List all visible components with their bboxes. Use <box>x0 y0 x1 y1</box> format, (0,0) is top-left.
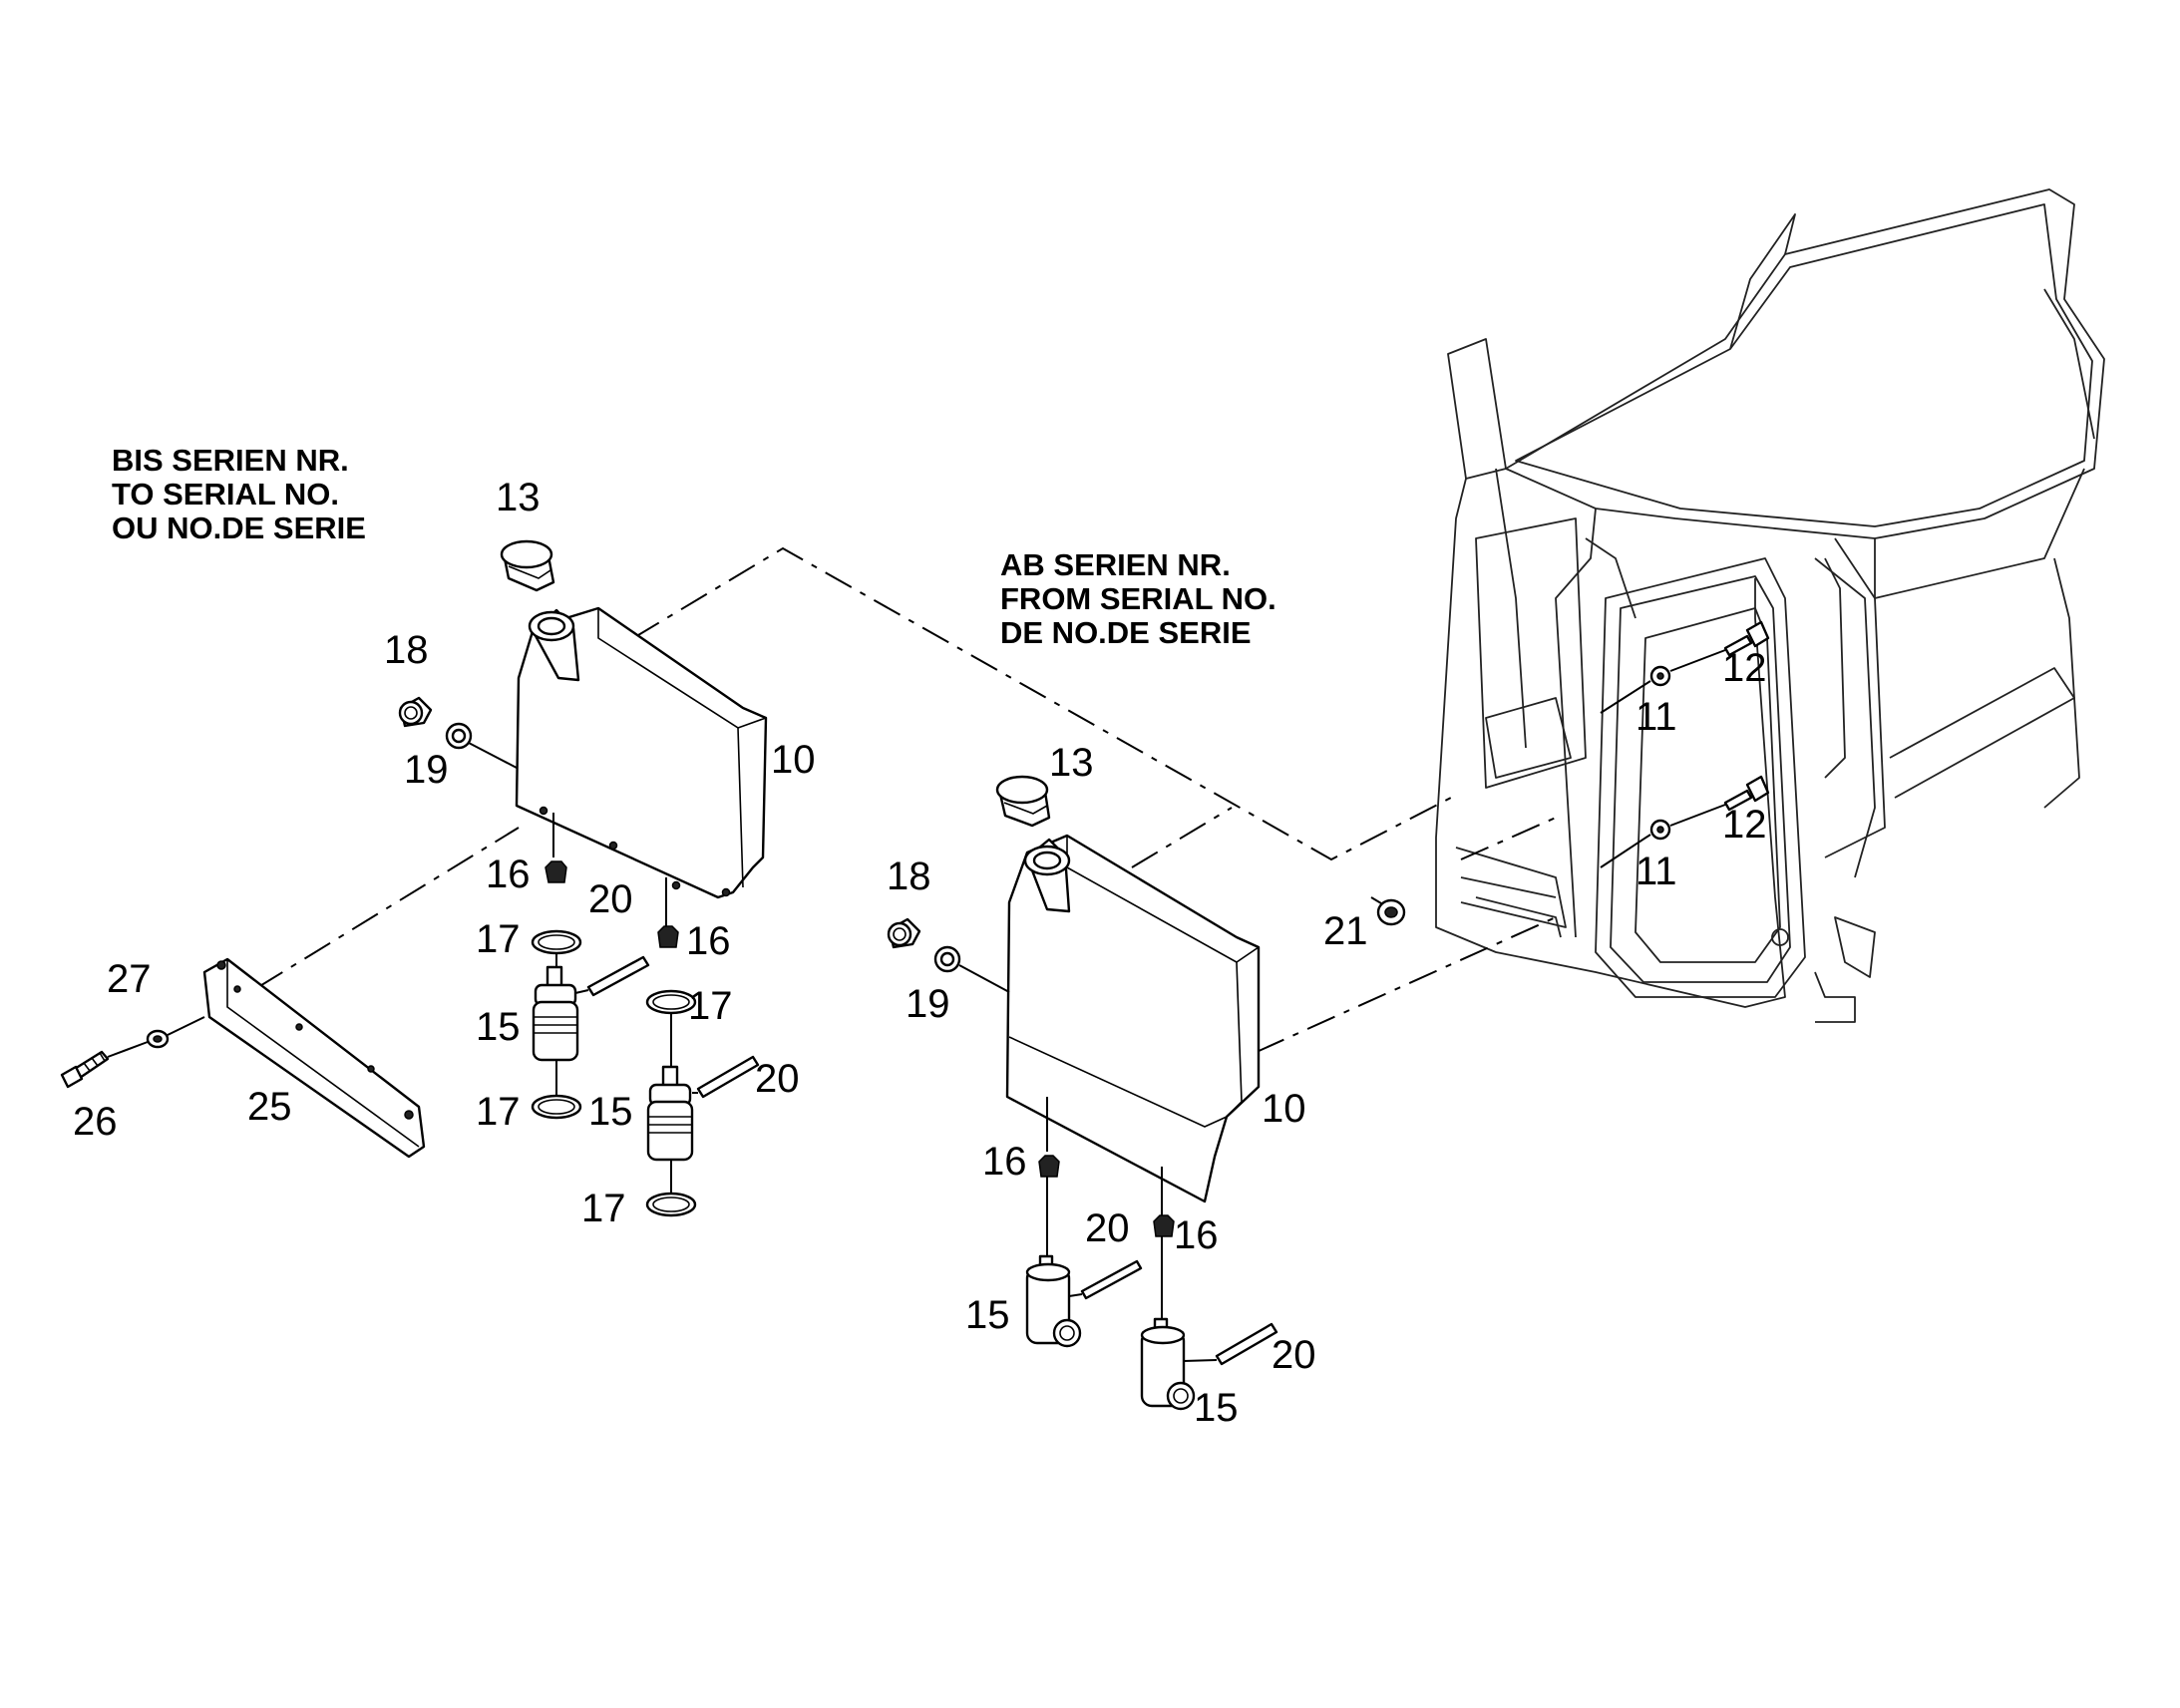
callout-labels: 13 18 19 10 16 20 16 17 17 15 17 15 20 1… <box>73 476 1767 1430</box>
callout-20-right-b: 20 <box>1272 1333 1316 1377</box>
right-washer-pump-1 <box>1025 1254 1082 1348</box>
bolt-lower <box>1723 775 1770 812</box>
callout-18-left: 18 <box>384 628 429 672</box>
left-mounting-bracket <box>202 957 426 1159</box>
right-filler-cap <box>995 775 1051 828</box>
assembly-lines <box>208 546 1557 1053</box>
left-washer-pump-1 <box>532 965 579 1062</box>
right-washer-tank-assembly <box>887 775 1278 1411</box>
callout-20-left-a: 20 <box>588 877 633 921</box>
callout-16-left-a: 16 <box>486 853 531 896</box>
right-serial-note-line-3: DE NO.DE SERIE <box>1000 615 1252 650</box>
right-serial-note-line-1: AB SERIEN NR. <box>1000 547 1231 582</box>
right-washer-tank <box>1005 834 1261 1203</box>
right-seal-ring <box>933 945 961 973</box>
callout-16-right-b: 16 <box>1174 1213 1219 1257</box>
left-washer-pump-2 <box>646 1065 694 1162</box>
callout-16-left-b: 16 <box>686 919 731 963</box>
callout-19-right: 19 <box>906 982 950 1026</box>
callout-17-left-c: 17 <box>476 1090 521 1134</box>
left-washer-tank-assembly <box>60 539 768 1217</box>
right-serial-note-line-2: FROM SERIAL NO. <box>1000 581 1276 616</box>
callout-17-left-d: 17 <box>581 1187 626 1230</box>
left-filler-cap <box>500 539 555 592</box>
right-washer-pump-2 <box>1140 1317 1196 1411</box>
callout-19-left: 19 <box>404 748 449 792</box>
left-screw <box>60 1050 110 1089</box>
callout-10-right: 10 <box>1262 1087 1306 1131</box>
callout-20-right: 20 <box>1085 1206 1130 1250</box>
callout-17-left-a: 17 <box>476 917 521 961</box>
callout-26: 26 <box>73 1100 118 1144</box>
callout-16-right-a: 16 <box>982 1140 1027 1184</box>
callout-13-right: 13 <box>1049 741 1094 785</box>
callout-13-left: 13 <box>496 476 541 519</box>
callout-12-upper: 12 <box>1722 646 1767 690</box>
callout-15-right-a: 15 <box>965 1293 1010 1337</box>
cab-grommet <box>1376 898 1406 926</box>
callout-20-left-b: 20 <box>755 1057 800 1101</box>
callout-11-upper: 11 <box>1635 695 1677 739</box>
callout-21: 21 <box>1323 909 1368 953</box>
operator-cab <box>1435 188 2105 1023</box>
callout-12-lower: 12 <box>1722 803 1767 847</box>
cab-mounting-hardware <box>1370 620 1770 926</box>
callout-15-right-b: 15 <box>1194 1386 1239 1430</box>
left-serial-note: BIS SERIEN NR. TO SERIAL NO. OU NO.DE SE… <box>112 444 366 545</box>
callout-15-left-a: 15 <box>476 1005 521 1049</box>
callout-17-left-b: 17 <box>688 984 733 1028</box>
right-serial-note: AB SERIEN NR. FROM SERIAL NO. DE NO.DE S… <box>1000 548 1276 650</box>
callout-25: 25 <box>247 1085 292 1129</box>
left-serial-note-line-2: TO SERIAL NO. <box>112 477 339 512</box>
left-seal-ring <box>445 722 473 750</box>
right-grommet <box>887 917 921 949</box>
callout-11-lower: 11 <box>1635 850 1677 893</box>
left-washer <box>146 1029 170 1049</box>
bolt-upper <box>1723 620 1770 657</box>
left-serial-note-line-1: BIS SERIEN NR. <box>112 443 349 478</box>
left-grommet <box>398 696 433 728</box>
callout-15-left-b: 15 <box>588 1090 633 1134</box>
left-serial-note-line-3: OU NO.DE SERIE <box>112 511 366 545</box>
callout-27: 27 <box>107 957 152 1001</box>
left-clamp-rings <box>531 929 697 1217</box>
callout-10-left: 10 <box>771 738 816 782</box>
callout-18-right: 18 <box>887 854 931 898</box>
left-washer-tank <box>515 606 768 899</box>
